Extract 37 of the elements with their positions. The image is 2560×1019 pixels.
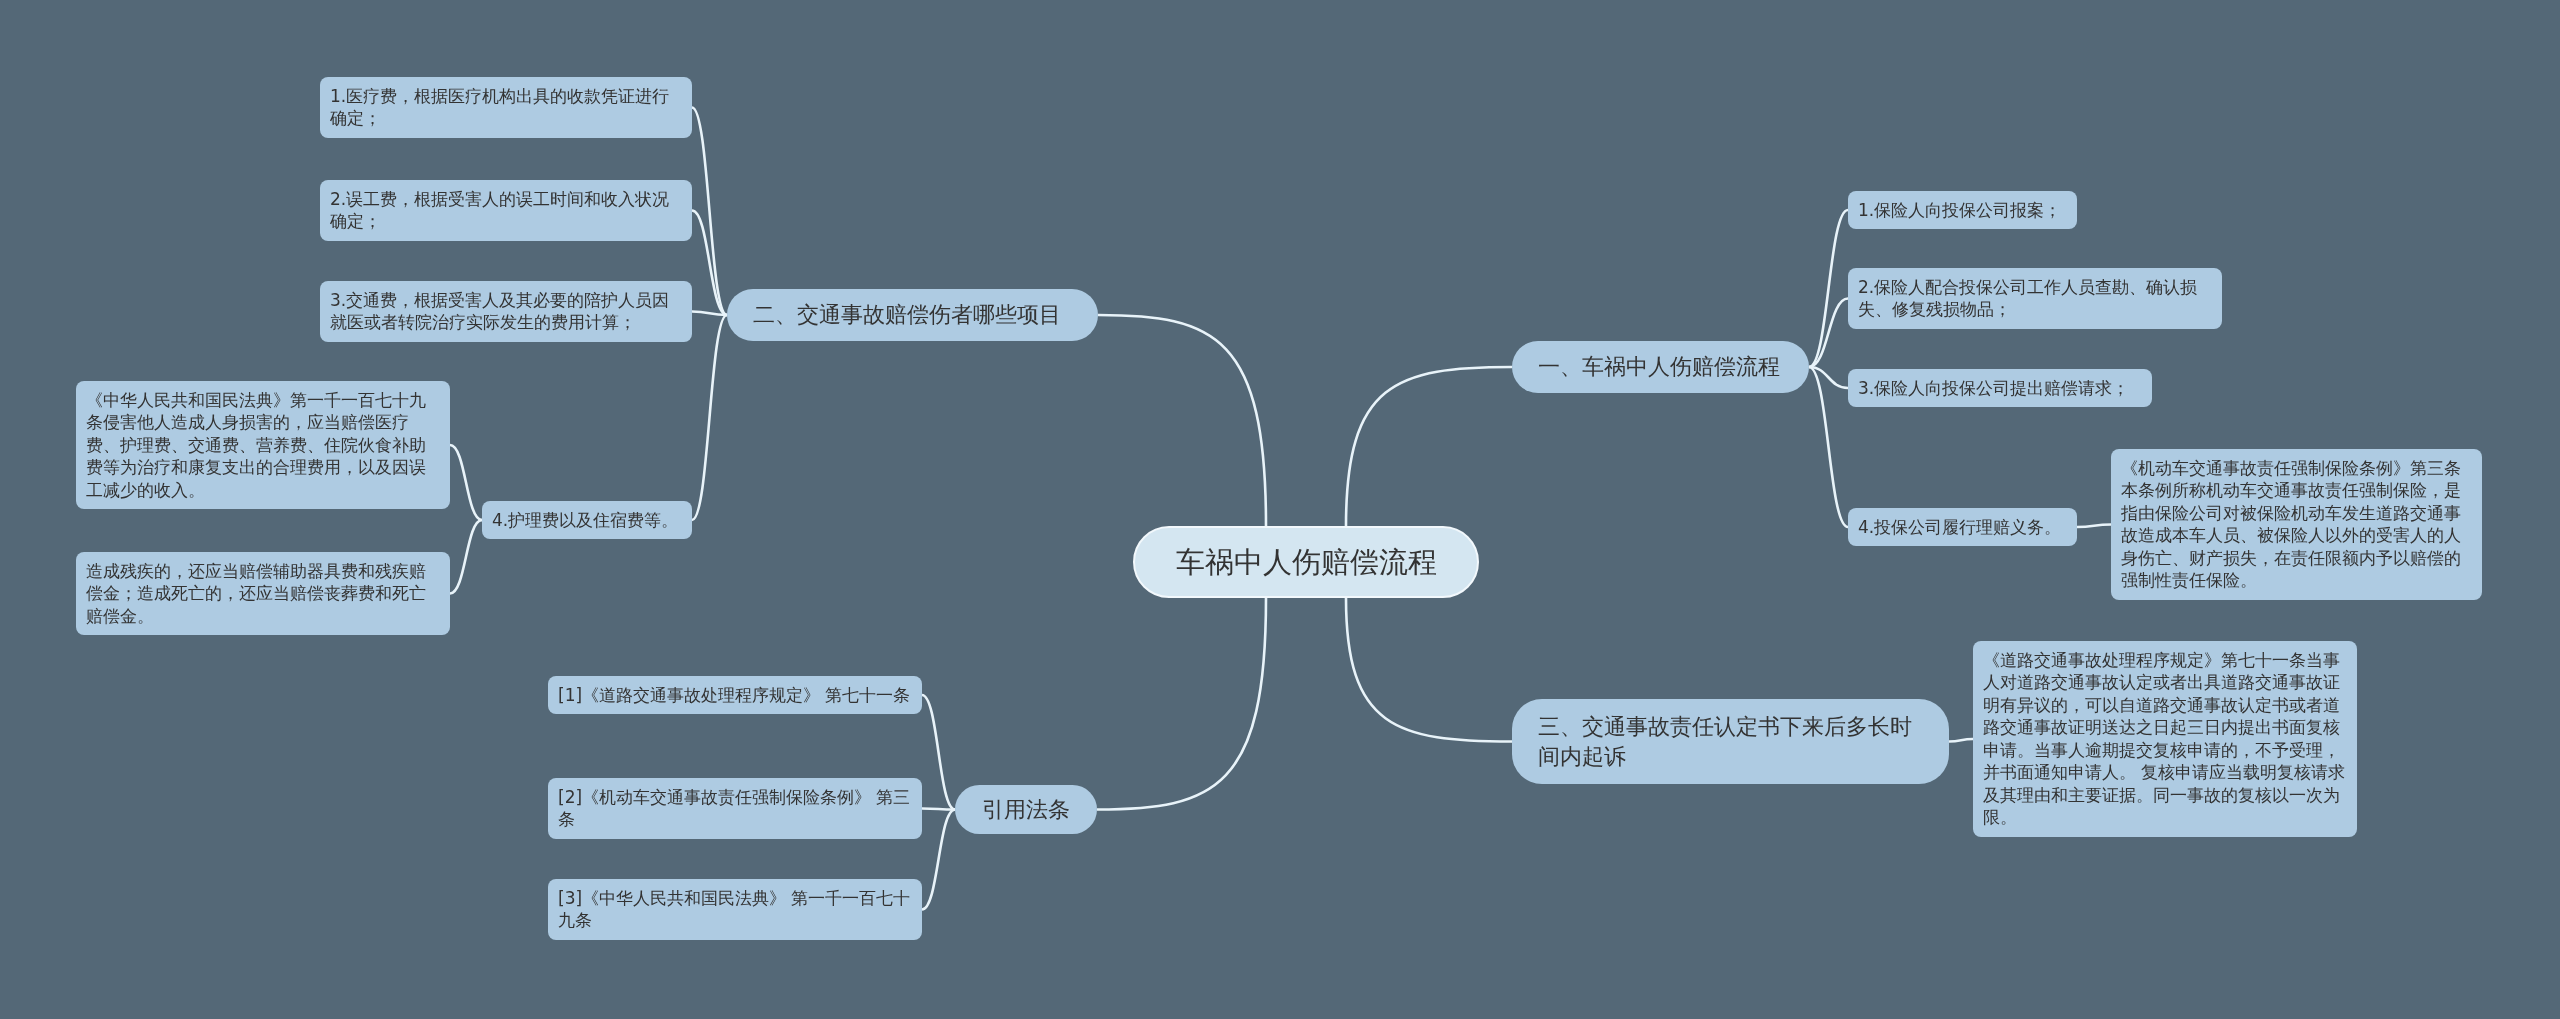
connector-line (1096, 597, 1268, 811)
connector-line (1808, 297, 1849, 369)
connector-line (1808, 365, 1849, 390)
topic-box: 一、车祸中人伤赔偿流程 (1512, 341, 1809, 393)
subtopic-box: 《中华人民共和国民法典》第一千一百七十九条侵害他人造成人身损害的，应当赔偿医疗费、护理费、交通费、营养费、住院伙食补助费等为治疗和康复支出的合理费用，以及因误工减少的收入。 (76, 381, 450, 510)
connector-line (1344, 597, 1512, 743)
connector-line (449, 443, 483, 522)
topic-box: 三、交通事故责任认定书下来后多长时间内起诉 (1512, 699, 1949, 784)
subtopic-box: 《道路交通事故处理程序规定》第七十一条当事人对道路交通事故认定或者出具道路交通事故证明有异议的，可以自道路交通事故认定书或者道路交通事故证明送达之日起三日内提出书面复核申请。当事人逾期提交复核申请的，不予受理，并书面通知申请人。 复核申请应当载明复核请求及其理由和主要证据。同一事故的复核以一次为限。 (1973, 641, 2357, 837)
subtopic-box: 1.医疗费，根据医疗机构出具的收款凭证进行确定； (320, 77, 692, 138)
subtopic-box: [2]《机动车交通事故责任强制保险条例》 第三条 (548, 778, 922, 839)
topic-box: 二、交通事故赔偿伤者哪些项目 (727, 289, 1098, 341)
subtopic-box: 4.投保公司履行理赔义务。 (1848, 508, 2077, 547)
connector-line (1808, 365, 1849, 529)
subtopic-box: 2.误工费，根据受害人的误工时间和收入状况确定； (320, 180, 692, 241)
central-topic-box: 车祸中人伤赔偿流程 (1133, 526, 1479, 598)
subtopic-box: 《机动车交通事故责任强制保险条例》第三条本条例所称机动车交通事故责任强制保险，是指由保险公司对被保险机动车发生道路交通事故造成本车人员、被保险人以外的受害人的人身伤亡、财产损失，在责任限额内予以赔偿的强制性责任保险。 (2111, 449, 2482, 600)
subtopic-box: 3.交通费，根据受害人及其必要的陪护人员因就医或者转院治疗实际发生的费用计算； (320, 281, 692, 342)
connector-line (1344, 365, 1512, 527)
subtopic-box: [1]《道路交通事故处理程序规定》 第七十一条 (548, 676, 922, 715)
subtopic-box: 4.护理费以及住宿费等。 (482, 501, 692, 540)
subtopic-box: 造成残疾的，还应当赔偿辅助器具费和残疾赔偿金；造成死亡的，还应当赔偿丧葬费和死亡赔偿金。 (76, 552, 450, 636)
connector-line (922, 807, 955, 811)
topic-box: 引用法条 (955, 785, 1097, 834)
connector-line (1097, 313, 1268, 527)
connector-line (2077, 523, 2111, 529)
subtopic-box: 1.保险人向投保公司报案； (1848, 191, 2077, 230)
connector-line (691, 314, 728, 521)
connector-line (921, 693, 956, 811)
connector-line (691, 209, 728, 317)
subtopic-box: 3.保险人向投保公司提出赔偿请求； (1848, 369, 2152, 408)
connector-line (691, 106, 728, 316)
connector-line (1948, 737, 1974, 743)
connector-line (921, 808, 956, 911)
connector-line (449, 518, 483, 595)
subtopic-box: [3]《中华人民共和国民法典》 第一千一百七十九条 (548, 879, 922, 940)
subtopic-box: 2.保险人配合投保公司工作人员查勘、确认损失、修复残损物品； (1848, 268, 2222, 329)
